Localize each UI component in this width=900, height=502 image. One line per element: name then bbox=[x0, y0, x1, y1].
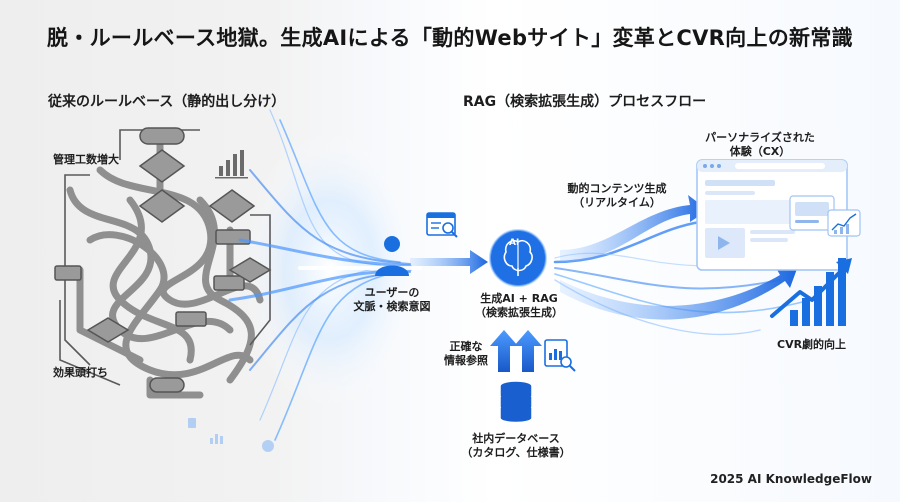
database-label: 社内データベース （カタログ、仕様書） bbox=[456, 432, 576, 460]
rule-based-flowchart bbox=[66, 136, 264, 399]
ai-rag-label: 生成AI + RAG （検索拡張生成） bbox=[466, 292, 572, 320]
main-title: 脱・ルールベース地獄。生成AIによる「動的Webサイト」変革とCVR向上の新常識 bbox=[47, 26, 853, 50]
dynamic-content-line2: （リアルタイム） bbox=[573, 196, 661, 209]
dynamic-content-label: 動的コンテンツ生成 （リアルタイム） bbox=[562, 182, 672, 210]
upward-reference-arrows bbox=[490, 330, 542, 372]
decorative-faint-icons bbox=[188, 418, 274, 452]
footer-credit: 2025 AI KnowledgeFlow bbox=[710, 472, 872, 486]
user-context-label-line2: 文脈・検索意図 bbox=[353, 300, 431, 313]
cvr-improvement-label: CVR劇的向上 bbox=[777, 338, 847, 351]
personalized-cx-line1: パーソナライズされた bbox=[705, 131, 815, 144]
user-context-label: ユーザーの 文脈・検索意図 bbox=[352, 286, 432, 314]
arrow-to-cvr bbox=[560, 266, 798, 320]
personalized-cx-label: パーソナライズされた 体験（CX） bbox=[695, 131, 825, 159]
browser-window bbox=[696, 159, 861, 271]
database-label-line2: （カタログ、仕様書） bbox=[461, 446, 571, 459]
arrow-user-to-ai bbox=[410, 250, 488, 274]
ai-badge-text: AI bbox=[509, 238, 520, 248]
right-section-heading: RAG（検索拡張生成）プロセスフロー bbox=[463, 94, 707, 110]
accurate-reference-line2: 情報参照 bbox=[444, 354, 488, 367]
search-document-icon bbox=[426, 212, 458, 238]
ai-rag-label-line1: 生成AI + RAG bbox=[480, 292, 558, 305]
user-context-label-line1: ユーザーの bbox=[364, 286, 420, 299]
accurate-reference-label: 正確な 情報参照 bbox=[436, 340, 496, 368]
label-management-cost: 管理工数増大 bbox=[53, 153, 119, 166]
cvr-growth-chart-icon bbox=[770, 258, 852, 326]
database-label-line1: 社内データベース bbox=[472, 432, 560, 445]
left-section-heading: 従来のルールベース（静的出し分け） bbox=[48, 94, 286, 110]
personalized-cx-line2: 体験（CX） bbox=[729, 145, 791, 158]
arrow-dynamic-content bbox=[560, 195, 708, 262]
database-icon bbox=[499, 380, 533, 424]
accurate-reference-line1: 正確な bbox=[449, 340, 483, 353]
flowchart-nodes bbox=[54, 127, 272, 393]
label-effect-plateau: 効果頭打ち bbox=[53, 366, 108, 379]
dynamic-content-line1: 動的コンテンツ生成 bbox=[567, 182, 667, 195]
document-chart-search-icon bbox=[544, 339, 576, 372]
bar-chart-icon-gray bbox=[215, 150, 248, 179]
user-icon bbox=[375, 236, 409, 276]
ai-rag-label-line2: （検索拡張生成） bbox=[475, 306, 563, 319]
ai-brain-icon bbox=[489, 229, 547, 287]
